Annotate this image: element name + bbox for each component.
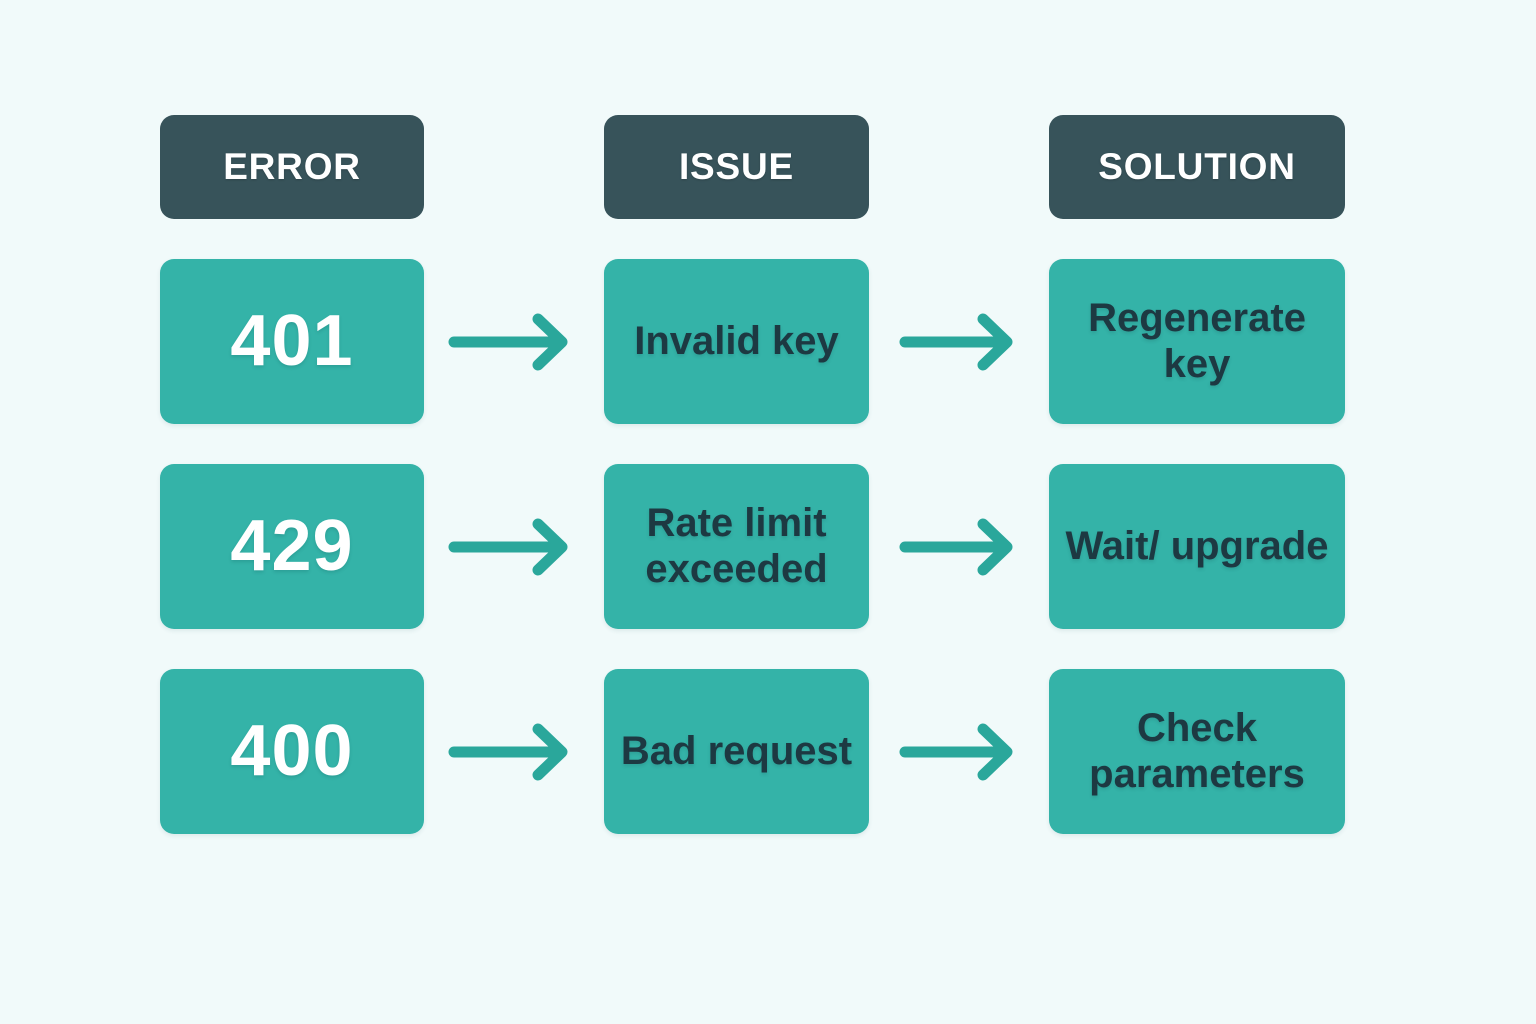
solution-box[interactable]: Check parameters <box>1049 669 1345 834</box>
error-mapping-grid: ERROR ISSUE SOLUTION 401 Inv <box>160 115 1345 834</box>
error-cell: 401 <box>160 259 424 424</box>
arrow-right-icon <box>448 723 568 780</box>
arrow-right-icon <box>448 518 568 575</box>
mapping-row: 400 Bad request Check parameters <box>160 669 1345 834</box>
error-code-box[interactable]: 429 <box>160 464 424 629</box>
error-cell: 429 <box>160 464 424 629</box>
arrow-right-icon <box>899 518 1013 575</box>
header-row: ERROR ISSUE SOLUTION <box>160 115 1345 219</box>
arrow-right-icon <box>899 313 1013 370</box>
arrow-right-icon <box>448 313 568 370</box>
header-cell-solution: SOLUTION <box>1049 115 1345 219</box>
error-code-box[interactable]: 401 <box>160 259 424 424</box>
solution-box[interactable]: Wait/ upgrade <box>1049 464 1345 629</box>
solution-cell: Check parameters <box>1049 669 1345 834</box>
header-cell-issue: ISSUE <box>604 115 869 219</box>
arrow-right-icon <box>424 307 604 377</box>
arrow-right-icon <box>899 723 1013 780</box>
issue-box[interactable]: Bad request <box>604 669 869 834</box>
arrow-right-icon <box>869 307 1049 377</box>
arrow-right-icon <box>869 717 1049 787</box>
header-cell-error: ERROR <box>160 115 424 219</box>
solution-cell: Regenerate key <box>1049 259 1345 424</box>
solution-cell: Wait/ upgrade <box>1049 464 1345 629</box>
mapping-row: 429 Rate limit exceeded Wait/ upgrade <box>160 464 1345 629</box>
mapping-row: 401 Invalid key Regenerate key <box>160 259 1345 424</box>
issue-cell: Invalid key <box>604 259 869 424</box>
issue-box[interactable]: Rate limit exceeded <box>604 464 869 629</box>
header-chip-solution: SOLUTION <box>1049 115 1345 219</box>
arrow-right-icon <box>424 717 604 787</box>
issue-box[interactable]: Invalid key <box>604 259 869 424</box>
arrow-right-icon <box>424 512 604 582</box>
header-chip-issue: ISSUE <box>604 115 869 219</box>
solution-box[interactable]: Regenerate key <box>1049 259 1345 424</box>
arrow-right-icon <box>869 512 1049 582</box>
header-chip-error: ERROR <box>160 115 424 219</box>
error-code-box[interactable]: 400 <box>160 669 424 834</box>
issue-cell: Bad request <box>604 669 869 834</box>
error-cell: 400 <box>160 669 424 834</box>
issue-cell: Rate limit exceeded <box>604 464 869 629</box>
